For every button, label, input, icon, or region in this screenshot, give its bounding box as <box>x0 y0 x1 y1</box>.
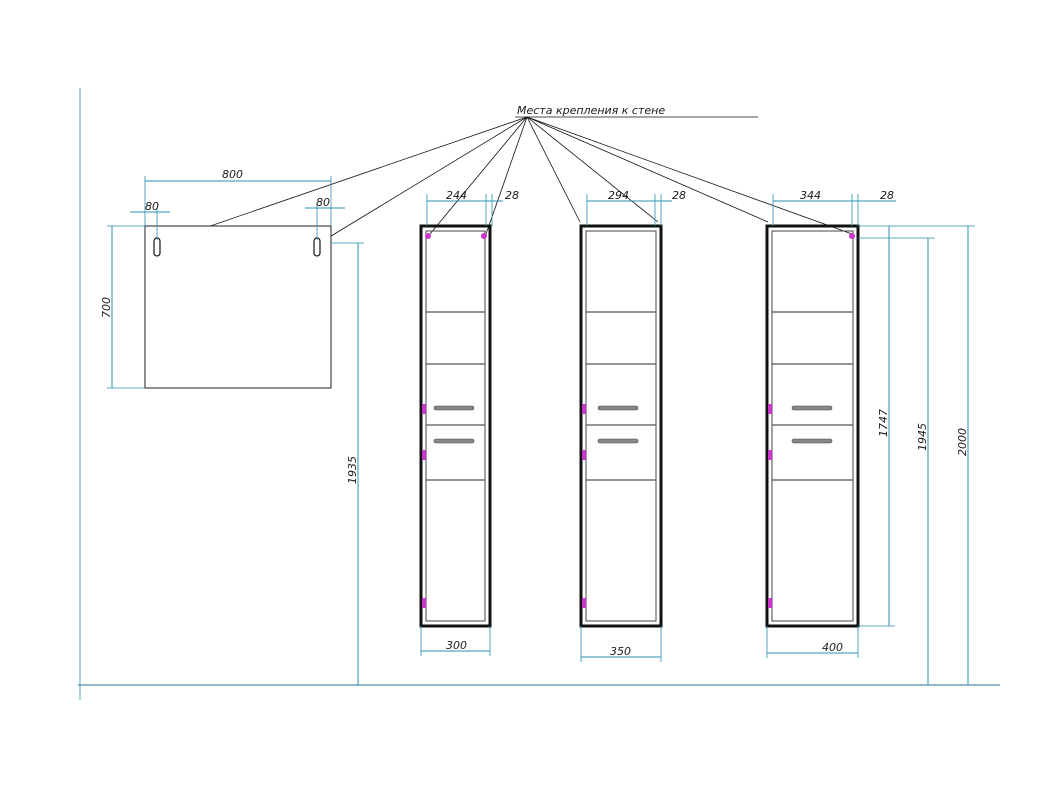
leader-cab3-right <box>526 116 853 235</box>
cabinet-300-handle-icon <box>433 438 475 444</box>
hinge-icon <box>422 450 426 460</box>
dim-mirror-offset-left-label: 80 <box>145 200 159 213</box>
cabinet-400-handle-icon <box>791 438 833 444</box>
dim-cab3-offset-label: 28 <box>880 189 894 202</box>
dim-cab2-spacing-label: 294 <box>608 189 629 202</box>
leader-mirror-left <box>157 116 528 245</box>
dim-mirror-height-label: 700 <box>100 297 113 318</box>
mirror-mount-left-icon <box>153 237 161 257</box>
hinge-icon <box>768 598 772 608</box>
dim-cabinet-body-height-label: 1747 <box>877 409 890 437</box>
leader-cab3-left <box>526 116 769 223</box>
cabinet-350-body <box>579 224 663 628</box>
mount-leaders <box>157 116 853 245</box>
dim-mirror-mount-height-label: 1935 <box>346 456 359 484</box>
cabinet-300: 244 28 300 <box>419 189 519 656</box>
cabinet-400-body <box>765 224 860 628</box>
cabinet-400-handle-icon <box>791 405 833 411</box>
hinge-icon <box>768 404 772 414</box>
cabinet-400-inner <box>771 230 854 622</box>
cabinet-350: 294 28 350 <box>579 189 686 662</box>
dim-mirror-width-label: 800 <box>222 168 243 181</box>
cabinet-300-mount-right-icon <box>481 233 487 239</box>
cabinet-350-handle-icon <box>597 405 639 411</box>
height-dimensions: 1747 1945 2000 <box>858 225 975 685</box>
mirror-mount-right-icon <box>313 237 321 257</box>
dim-cab3-width-label: 400 <box>822 641 843 654</box>
mirror-outline <box>144 225 332 389</box>
hinge-icon <box>422 598 426 608</box>
cabinet-350-inner <box>585 230 657 622</box>
mirror-panel: 800 80 80 700 1935 <box>100 168 364 685</box>
hinge-icon <box>768 450 772 460</box>
dim-cab1-offset-label: 28 <box>505 189 519 202</box>
cabinet-300-inner <box>425 230 486 622</box>
dim-cab2-offset-label: 28 <box>672 189 686 202</box>
dim-mount-point-height-label: 1945 <box>916 423 929 451</box>
leader-cab1-right <box>485 116 528 235</box>
cabinet-400-mount-right-icon <box>849 233 855 239</box>
dim-cab1-spacing-label: 244 <box>446 189 467 202</box>
hinge-icon <box>582 404 586 414</box>
dim-overall-height-label: 2000 <box>956 428 969 456</box>
leader-mirror-right <box>317 116 528 245</box>
dim-cab2-width-label: 350 <box>610 645 631 658</box>
dim-cab3-spacing-label: 344 <box>800 189 821 202</box>
leader-cab1-left <box>429 116 528 235</box>
cabinet-300-body <box>419 224 492 628</box>
cabinet-300-mount-left-icon <box>425 233 431 239</box>
dim-cab1-width-label: 300 <box>446 639 467 652</box>
cabinet-300-handle-icon <box>433 405 475 411</box>
hinge-icon <box>582 598 586 608</box>
cabinet-350-handle-icon <box>597 438 639 444</box>
leader-cab2 <box>526 116 581 223</box>
dim-mirror-offset-right-label: 80 <box>316 196 330 209</box>
cabinet-400: 344 28 400 <box>765 189 896 658</box>
hinge-icon <box>582 450 586 460</box>
hinge-icon <box>422 404 426 414</box>
leader-cab2-right <box>526 116 659 223</box>
wall-mount-note: Места крепления к стене <box>517 104 665 117</box>
